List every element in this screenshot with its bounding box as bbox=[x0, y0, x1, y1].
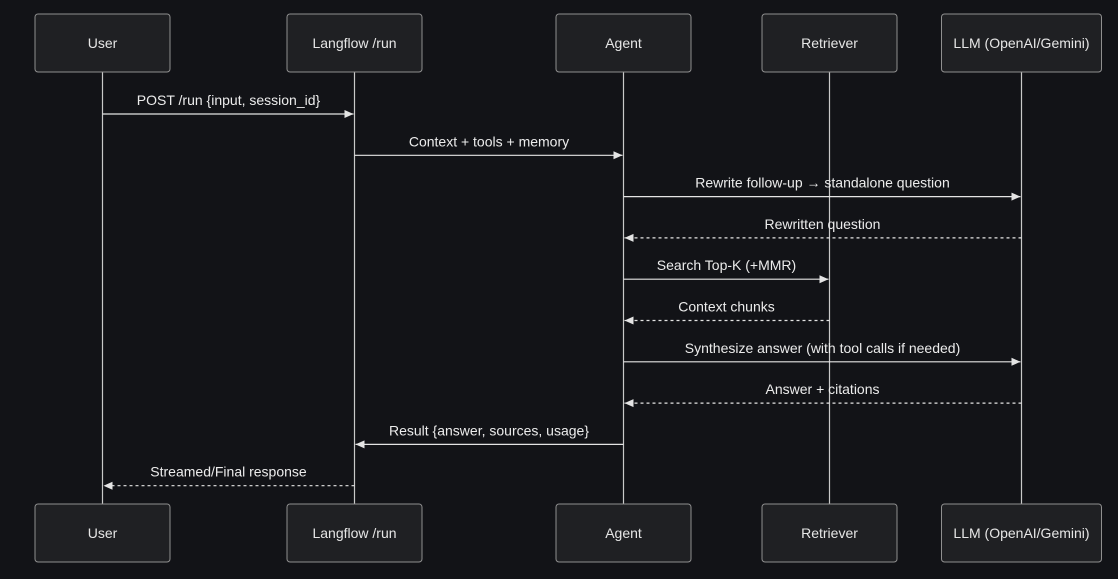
message-5: Search Top-K (+MMR) bbox=[623, 257, 829, 284]
message-label-10: Streamed/Final response bbox=[150, 464, 307, 480]
retriever-actor-box-bottom bbox=[761, 503, 898, 563]
retriever-actor-box-top bbox=[761, 13, 898, 73]
retriever-actor-top: Retriever bbox=[761, 13, 898, 73]
message-label-2: Context + tools + memory bbox=[409, 133, 569, 149]
user-actor-box-bottom bbox=[34, 503, 171, 563]
message-label-5: Search Top-K (+MMR) bbox=[657, 257, 796, 273]
messages: POST /run {input, session_id} Context + t… bbox=[102, 92, 1022, 490]
message-6: Context chunks bbox=[624, 299, 830, 325]
agent-actor-label-top: Agent bbox=[605, 35, 642, 51]
actors-bottom: User Langflow /run Agent Retriever LLM (Open… bbox=[34, 503, 1102, 563]
lifelines bbox=[101, 72, 1023, 504]
user-actor-box-top bbox=[34, 13, 171, 73]
user-actor-label-bottom: User bbox=[88, 525, 118, 541]
llm-actor-bottom: LLM (OpenAI/Gemini) bbox=[941, 503, 1102, 563]
agent-actor-top: Agent bbox=[555, 13, 692, 73]
message-label-7: Synthesize answer (with tool calls if ne… bbox=[685, 340, 960, 356]
message-9: Result {answer, sources, usage} bbox=[355, 422, 624, 449]
langflow-actor-box-bottom bbox=[286, 503, 423, 563]
message-2: Context + tools + memory bbox=[354, 133, 623, 160]
langflow-actor-label-top: Langflow /run bbox=[312, 35, 396, 51]
message-label-9: Result {answer, sources, usage} bbox=[389, 422, 589, 438]
message-label-8: Answer + citations bbox=[766, 381, 880, 397]
agent-actor-bottom: Agent bbox=[555, 503, 692, 563]
llm-actor-box-bottom bbox=[941, 503, 1102, 563]
llm-actor-box-top bbox=[941, 13, 1102, 73]
message-10: Streamed/Final response bbox=[103, 464, 355, 490]
langflow-actor-box-top bbox=[286, 13, 423, 73]
langflow-actor-top: Langflow /run bbox=[286, 13, 423, 73]
message-label-4: Rewritten question bbox=[765, 216, 881, 232]
message-4: Rewritten question bbox=[624, 216, 1022, 242]
retriever-actor-label-bottom: Retriever bbox=[801, 525, 858, 541]
message-label-6: Context chunks bbox=[678, 299, 775, 315]
llm-actor-label-top: LLM (OpenAI/Gemini) bbox=[953, 35, 1089, 51]
agent-actor-box-top bbox=[555, 13, 692, 73]
message-1: POST /run {input, session_id} bbox=[102, 92, 354, 118]
message-label-1: POST /run {input, session_id} bbox=[137, 92, 321, 108]
message-7: Synthesize answer (with tool calls if ne… bbox=[623, 340, 1021, 366]
llm-actor-top: LLM (OpenAI/Gemini) bbox=[941, 13, 1102, 73]
message-8: Answer + citations bbox=[624, 381, 1022, 408]
langflow-actor-label-bottom: Langflow /run bbox=[312, 525, 396, 541]
langflow-actor-bottom: Langflow /run bbox=[286, 503, 423, 563]
message-3: Rewrite follow-up → standalone question bbox=[623, 175, 1021, 201]
user-actor-top: User bbox=[34, 13, 171, 73]
user-actor-bottom: User bbox=[34, 503, 171, 563]
actors-top: User Langflow /run Agent Retriever LLM (Open… bbox=[34, 13, 1102, 73]
agent-actor-box-bottom bbox=[555, 503, 692, 563]
user-actor-label-top: User bbox=[88, 35, 118, 51]
llm-actor-label-bottom: LLM (OpenAI/Gemini) bbox=[953, 525, 1089, 541]
retriever-actor-label-top: Retriever bbox=[801, 35, 858, 51]
message-label-3: Rewrite follow-up → standalone question bbox=[695, 175, 949, 191]
agent-actor-label-bottom: Agent bbox=[605, 525, 642, 541]
retriever-actor-bottom: Retriever bbox=[761, 503, 898, 563]
